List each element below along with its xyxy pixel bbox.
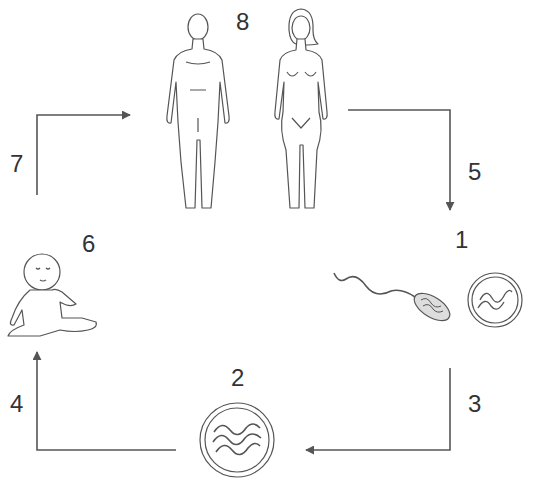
- callout-number: 6: [82, 232, 95, 256]
- callout-number: 7: [10, 152, 23, 176]
- infant: [8, 254, 96, 336]
- adult-woman: [275, 9, 327, 208]
- cycle-arrow: [37, 352, 176, 450]
- callout-number: 2: [231, 366, 244, 390]
- cycle-arrow: [37, 115, 130, 195]
- callout-number: 1: [455, 228, 468, 252]
- cycle-arrow: [306, 368, 450, 450]
- callout-number: 4: [10, 392, 23, 416]
- adult-man: [167, 14, 229, 208]
- callout-number: 5: [468, 160, 481, 184]
- spermatozoon: [334, 273, 454, 326]
- cycle-arrow: [348, 110, 450, 210]
- spirochete-cell: [468, 273, 522, 327]
- callout-number: 3: [468, 392, 481, 416]
- spirochete-cluster: [200, 403, 274, 477]
- callout-number: 8: [236, 10, 249, 34]
